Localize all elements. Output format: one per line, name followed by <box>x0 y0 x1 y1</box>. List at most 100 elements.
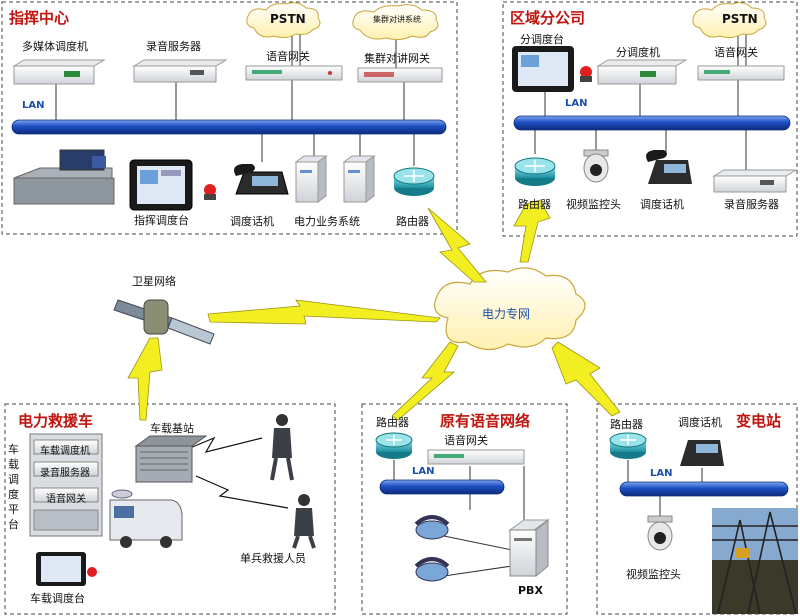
vehicle-console-icon <box>36 552 97 586</box>
sub-console-label: 分调度台 <box>520 33 564 46</box>
rack-recording-label: 录音服务器 <box>40 468 90 479</box>
branch-lan-label: LAN <box>565 98 588 109</box>
substation-dispatch-phone-label: 调度话机 <box>678 416 722 429</box>
lightning-legacy-router <box>391 341 459 421</box>
pbx-icon <box>508 518 550 578</box>
multimedia-dispatcher-icon <box>12 59 106 85</box>
branch-recording-server-icon <box>712 169 798 193</box>
lightning-branch-router <box>513 199 551 263</box>
branch-router-label: 路由器 <box>518 198 551 211</box>
legacy-router-icon <box>375 432 413 459</box>
rack-gateway-label: 语音网关 <box>46 494 86 505</box>
legacy-router-label: 路由器 <box>376 416 409 429</box>
power-business-servers-icon <box>294 155 376 203</box>
legacy-phone-2-icon <box>414 557 450 582</box>
power-business-label: 电力业务系统 <box>294 215 360 228</box>
branch-video-camera-label: 视频监控头 <box>566 198 621 211</box>
trunk-system-cloud-icon <box>352 4 439 41</box>
branch-router-icon <box>514 157 556 186</box>
rescue-personnel-2-icon <box>292 494 316 549</box>
rescue-personnel-1-icon <box>270 414 294 481</box>
legacy-phone-1-icon <box>414 515 450 540</box>
branch-pstn-label: PSTN <box>722 12 758 26</box>
branch-voice-gateway-icon <box>697 65 785 81</box>
command-pstn-label: PSTN <box>270 12 306 26</box>
branch-recording-server-label: 录音服务器 <box>724 198 779 211</box>
power-network-label: 电力专网 <box>482 307 531 321</box>
sub-dispatcher-label: 分调度机 <box>616 46 660 59</box>
vehicle-rack-icon <box>29 433 103 537</box>
command-dispatch-phone-icon <box>234 164 289 195</box>
command-dispatch-phone-label: 调度话机 <box>230 215 274 228</box>
vehicle-platform-label: 车载调度平台 <box>8 443 19 531</box>
pstn-cloud-icon <box>246 2 321 39</box>
branch-pstn-cloud-icon <box>692 2 767 39</box>
substation-router-icon <box>609 432 647 459</box>
recording-server-label: 录音服务器 <box>146 40 201 53</box>
substation-router-label: 路由器 <box>610 418 643 431</box>
legacy-lan-bar <box>379 479 505 495</box>
branch-voice-gateway-label: 语音网关 <box>714 46 758 59</box>
substation-video-camera-label: 视频监控头 <box>626 568 681 581</box>
substation-lan-label: LAN <box>650 468 673 479</box>
multimedia-dispatcher-label: 多媒体调度机 <box>22 40 88 53</box>
radio-links <box>189 436 289 509</box>
command-center-lan-bar <box>11 119 447 135</box>
trunk-gateway-label: 集群对讲网关 <box>364 52 430 65</box>
sub-dispatcher-icon <box>596 59 688 85</box>
substation-lan-bar <box>619 481 789 497</box>
branch-dispatch-phone-icon <box>646 150 692 184</box>
substation-title: 变电站 <box>736 412 782 430</box>
legacy-voice-region <box>361 403 568 615</box>
vehicle-console-label: 车载调度台 <box>30 592 85 605</box>
legacy-voice-title: 原有语音网络 <box>440 412 531 430</box>
vehicle-station-label: 车载基站 <box>150 422 194 435</box>
operator-desk-icon <box>13 149 115 205</box>
legacy-lan-label: LAN <box>412 466 435 477</box>
command-console-icon <box>129 159 216 211</box>
command-router-icon <box>393 167 435 196</box>
recording-server-icon <box>132 59 228 83</box>
regional-branch-region <box>502 1 798 237</box>
pbx-label: PBX <box>518 584 543 597</box>
trunk-gateway-icon <box>357 67 443 83</box>
power-network-cloud-icon <box>434 267 586 351</box>
substation-links <box>627 460 703 516</box>
substation-photo-icon <box>712 508 798 615</box>
satellite-label: 卫星网络 <box>132 275 176 288</box>
lightning-links <box>127 199 621 421</box>
lightning-command-router <box>427 207 487 283</box>
sub-console-icon <box>512 46 592 92</box>
lightning-substation-router <box>551 341 621 417</box>
rescue-vehicle-title: 电力救援车 <box>18 412 94 430</box>
command-console-label: 指挥调度台 <box>134 214 189 227</box>
voice-gateway-icon <box>245 65 343 81</box>
rescue-personnel-label: 单兵救援人员 <box>240 552 306 565</box>
substation-video-camera-icon <box>647 515 673 551</box>
legacy-links <box>393 460 525 577</box>
rescue-vehicle-region <box>4 403 336 615</box>
substation-dispatch-phone-icon <box>680 440 724 466</box>
trunk-system-label: 集群对讲系统 <box>373 15 421 24</box>
command-center-links <box>55 28 415 166</box>
branch-video-camera-icon <box>583 149 609 183</box>
satellite-icon <box>113 299 215 345</box>
rescue-van-icon <box>109 489 183 548</box>
lightning-vehicle-satellite <box>127 337 163 421</box>
command-center-title: 指挥中心 <box>9 9 70 27</box>
branch-lan-bar <box>513 115 791 131</box>
lightning-satellite <box>207 299 441 325</box>
branch-dispatch-phone-label: 调度话机 <box>640 198 684 211</box>
command-voice-gateway-label: 语音网关 <box>266 50 310 63</box>
legacy-voice-gateway-label: 语音网关 <box>444 434 488 447</box>
command-router-label: 路由器 <box>396 215 429 228</box>
command-center-region <box>1 1 458 235</box>
rack-dispatcher-label: 车载调度机 <box>40 446 90 457</box>
legacy-voice-gateway-icon <box>427 449 525 465</box>
branch-links <box>534 30 747 170</box>
command-lan-label: LAN <box>22 100 45 111</box>
vehicle-base-station-icon <box>134 435 208 483</box>
regional-branch-title: 区域分公司 <box>510 9 586 27</box>
